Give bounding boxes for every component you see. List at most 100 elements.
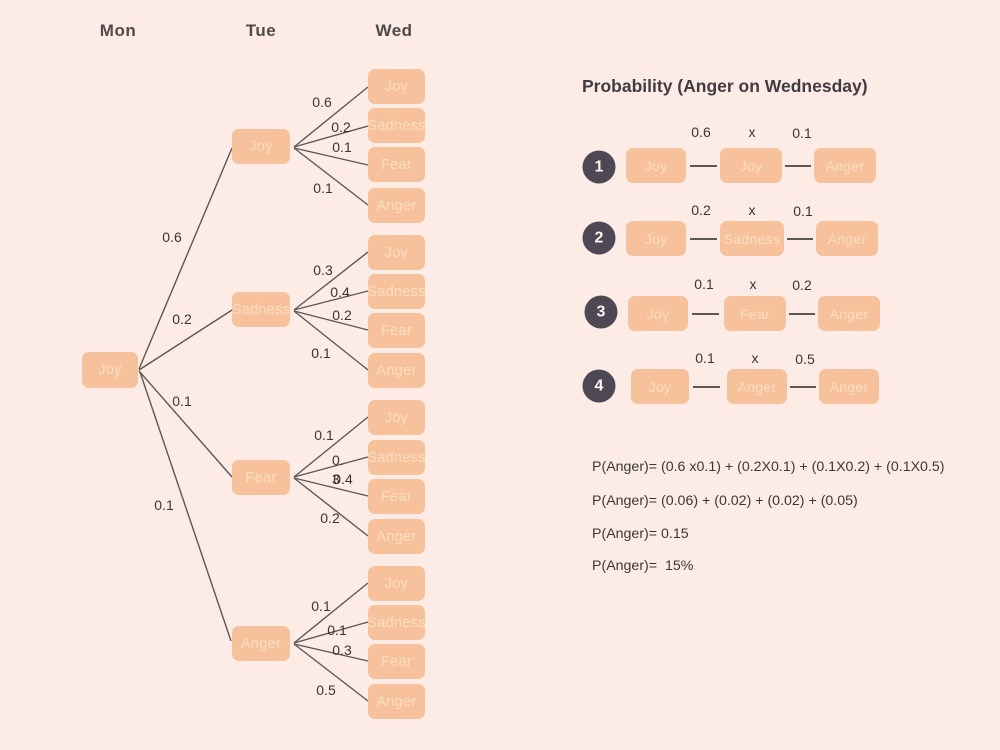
chain-connector [690,238,717,240]
branch-probability-label: 0.3 [332,452,344,487]
step-number-badge: 1 [582,150,616,184]
tree-node-tue-anger: Anger [232,626,290,661]
branch-probability-label: 0.1 [314,427,334,443]
chain-connector [693,386,720,388]
branch-probability-label: 0.1 [311,345,331,361]
chain-probability-label: 0.2 [792,277,812,293]
equation-line: P(Anger)= (0.6 x0.1) + (0.2X0.1) + (0.1X… [592,459,945,475]
tree-node-wed-fear: Fear [368,147,425,182]
chain-node-from: Joy [631,369,689,404]
chain-node-to: Anger [814,148,876,183]
tree-node-wed-fear: Fear [368,644,425,679]
branch-probability-label: 0.5 [316,682,336,698]
chain-node-via: Fear [724,296,786,331]
chain-connector [690,165,717,167]
branch-line [293,147,369,206]
tree-node-wed-sadness: Sadness [367,108,425,143]
branch-line [293,477,369,497]
branch-line [138,309,233,371]
chain-node-via: Anger [727,369,787,404]
panel-title: Probability (Anger on Wednesday) [582,76,868,96]
chain-probability-label: 0.5 [795,351,815,367]
branch-line [293,621,369,644]
chain-probability-label: 0.2 [691,202,711,218]
multiply-sign: x [749,276,757,292]
branch-probability-label: 0.1 [313,180,333,196]
branch-probability-label: 0.2 [332,307,352,323]
tree-node-wed-sadness: Sadness [367,605,425,640]
multiply-sign: x [748,202,756,218]
branch-probability-label: 0.1 [332,139,352,155]
chain-probability-label: 0.1 [793,203,813,219]
tree-node-mon-joy: Joy [82,352,138,388]
chain-connector [790,386,816,388]
tree-node-wed-joy: Joy [368,235,425,270]
chain-node-from: Joy [628,296,688,331]
branch-line [293,582,369,644]
chain-probability-label: 0.1 [792,125,812,141]
multiply-sign: x [748,124,756,140]
tree-node-tue-sadness: Sadness [232,292,290,327]
branch-probability-label: 0.2 [331,119,351,135]
branch-line [293,477,369,537]
branch-line [138,370,233,478]
branch-line [138,147,233,370]
branch-line [293,416,369,478]
chain-node-to: Anger [818,296,880,331]
branch-line [293,290,369,311]
tree-node-wed-anger: Anger [368,684,425,719]
branch-probability-label: 0.6 [162,229,182,245]
branch-probability-label: 0.3 [313,262,333,278]
column-header-tue: Tue [245,21,277,40]
tree-node-wed-anger: Anger [368,188,425,223]
column-header-mon: Mon [99,21,137,40]
branch-line [293,456,369,478]
branch-line [293,643,369,662]
branch-probability-label: 0.3 [332,642,352,658]
tree-node-wed-anger: Anger [368,353,425,388]
chain-probability-label: 0.1 [694,276,714,292]
chain-node-to: Anger [816,221,878,256]
chain-connector [692,313,719,315]
chain-node-from: Joy [626,221,686,256]
tree-node-tue-joy: Joy [232,129,290,164]
branch-line [293,310,369,331]
equation-line: P(Anger)= 15% [592,558,694,574]
branch-line [293,251,369,311]
tree-node-wed-joy: Joy [368,400,425,435]
chain-node-to: Anger [819,369,879,404]
branch-probability-label: 0.1 [172,393,192,409]
chain-connector [789,313,815,315]
chain-node-via: Sadness [720,221,784,256]
branch-probability-label: 0.2 [320,510,340,526]
branch-probability-label: 0.1 [327,622,347,638]
branch-probability-label: 0.4 [330,284,350,300]
step-number-badge: 3 [584,295,618,329]
step-number-badge: 4 [582,369,616,403]
branch-probability-label: 0.2 [172,311,192,327]
equation-line: P(Anger)= 0.15 [592,526,689,542]
branch-probability-label: 0.1 [311,598,331,614]
tree-node-wed-joy: Joy [368,69,425,104]
chain-node-from: Joy [626,148,686,183]
tree-node-wed-sadness: Sadness [367,440,425,475]
tree-node-wed-anger: Anger [368,519,425,554]
branch-line [293,125,369,148]
branch-line [293,147,369,166]
tree-node-wed-fear: Fear [368,479,425,514]
branch-line [293,310,369,371]
chain-connector [785,165,811,167]
chain-probability-label: 0.6 [691,124,711,140]
step-number-badge: 2 [582,221,616,255]
chain-connector [787,238,813,240]
tree-node-wed-sadness: Sadness [367,274,425,309]
multiply-sign: x [751,350,759,366]
tree-node-wed-fear: Fear [368,313,425,348]
branch-probability-label: 0.6 [312,94,332,110]
branch-line [293,643,369,702]
branch-line [293,86,369,148]
branch-line [139,371,232,642]
tree-node-wed-joy: Joy [368,566,425,601]
branch-probability-label: 0.4 [333,471,353,487]
